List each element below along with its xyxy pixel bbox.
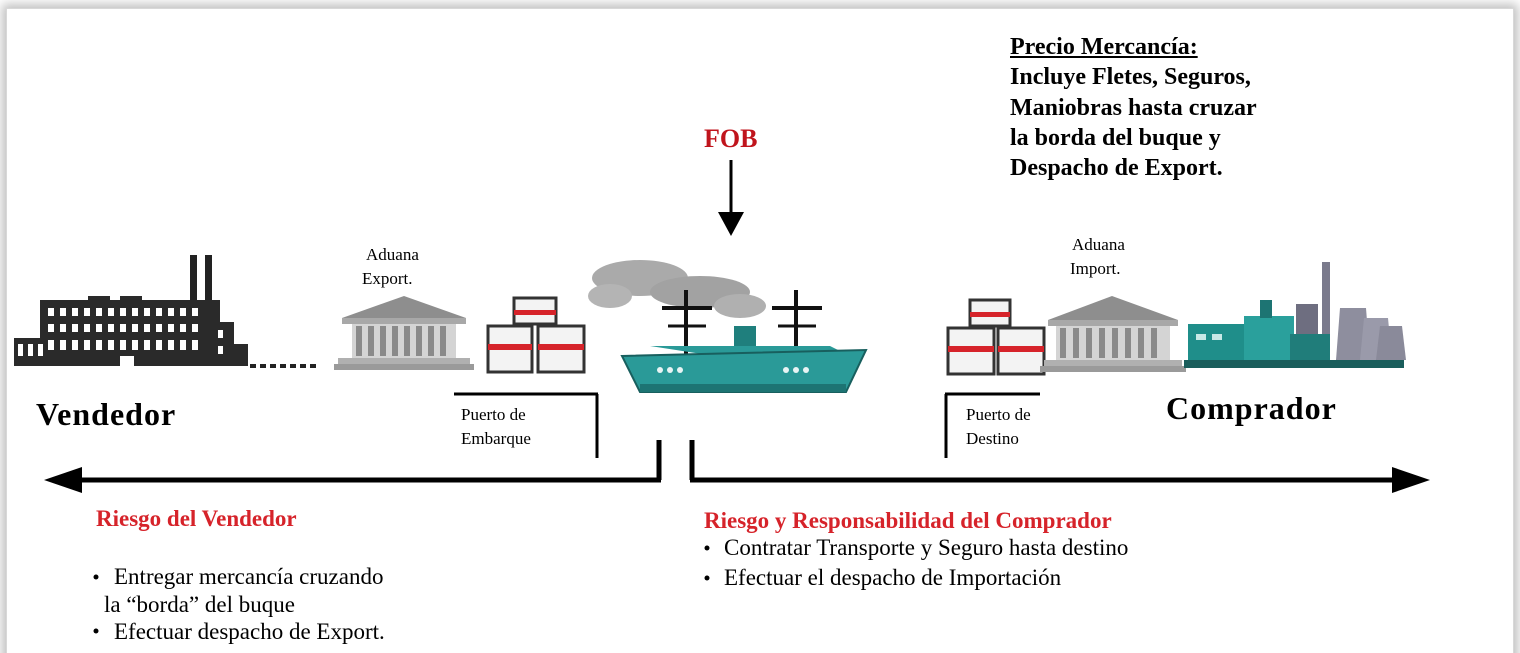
- customs-import-label: Import.: [1070, 259, 1121, 278]
- risk-split-markers: [656, 440, 695, 480]
- customs-import-label: Aduana: [1072, 235, 1125, 254]
- customs-export-label: Export.: [362, 269, 413, 288]
- fob-label: FOB: [704, 124, 758, 153]
- seller-label: Vendedor: [36, 396, 177, 432]
- port-origin-label: Embarque: [461, 429, 531, 448]
- port-origin-label: Puerto de: [461, 405, 526, 424]
- port-destination-label: Puerto de: [966, 405, 1031, 424]
- containers-import-icon: [946, 298, 1046, 376]
- port-destination-label: Destino: [966, 429, 1019, 448]
- buyer-risk-bullet: Contratar Transporte y Seguro hasta dest…: [724, 535, 1129, 560]
- price-note-title: Precio Mercancía:: [1010, 34, 1198, 60]
- port-destination-bracket: [944, 392, 1040, 458]
- buyer-risk-title: Riesgo y Responsabilidad del Comprador: [704, 508, 1112, 533]
- containers-export-icon: [486, 296, 586, 374]
- price-note-line: Despacho de Export.: [1010, 155, 1223, 181]
- ship-icon: [588, 260, 868, 393]
- bullet-dots: [93, 545, 710, 634]
- buyer-risk-arrow: [690, 467, 1430, 493]
- customs-export-label: Aduana: [366, 245, 419, 264]
- customs-export-icon: [334, 296, 474, 370]
- price-note-line: la borda del buque y: [1010, 125, 1221, 151]
- fob-down-arrow: [718, 160, 744, 236]
- seller-risk-title: Riesgo del Vendedor: [96, 506, 297, 531]
- seller-risk-bullet: Efectuar despacho de Export.: [114, 619, 385, 644]
- industrial-plant-icon: [1184, 262, 1406, 368]
- customs-import-icon: [1040, 296, 1186, 372]
- seller-risk-bullet-cont: la “borda” del buque: [104, 592, 295, 617]
- factory-icon: [14, 255, 248, 366]
- buyer-label: Comprador: [1166, 390, 1337, 426]
- seller-risk-arrow: [44, 467, 661, 493]
- price-note-line: Maniobras hasta cruzar: [1010, 95, 1257, 121]
- port-origin-bracket: [454, 392, 599, 458]
- price-note-line: Incluye Fletes, Seguros,: [1010, 64, 1251, 90]
- buyer-risk-bullet: Efectuar el despacho de Importación: [724, 565, 1062, 590]
- dotted-road: [250, 364, 316, 368]
- seller-risk-bullet: Entregar mercancía cruzando: [114, 564, 384, 589]
